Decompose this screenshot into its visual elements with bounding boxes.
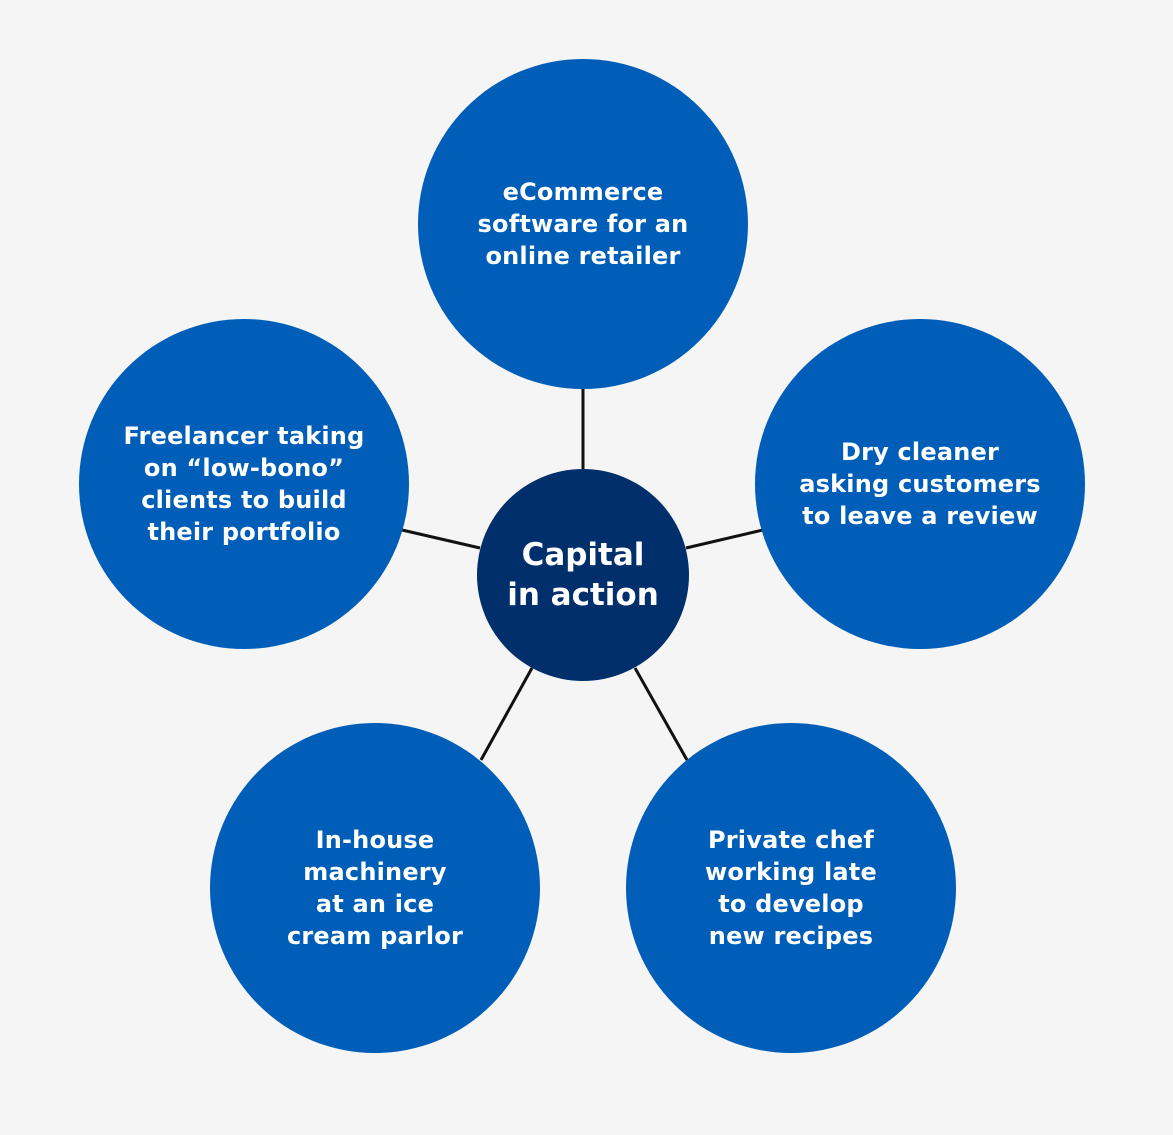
node-freelancer: Freelancer taking on “low-bono” clients … — [79, 319, 409, 649]
connector-bottom-right — [633, 667, 689, 761]
connector-bottom-left — [479, 667, 534, 761]
node-label: Private chef working late to develop new… — [705, 826, 877, 950]
hub-label: Capital in action — [507, 537, 659, 613]
connector-right — [685, 528, 764, 550]
node-label: Freelancer taking on “low-bono” clients … — [123, 422, 365, 546]
node-ecommerce-software: eCommerce software for an online retaile… — [418, 59, 748, 389]
hub-capital-in-action: Capital in action — [477, 469, 689, 681]
node-private-chef: Private chef working late to develop new… — [626, 723, 956, 1053]
node-label: eCommerce software for an online retaile… — [477, 178, 689, 270]
node-label: Dry cleaner asking customers to leave a … — [799, 438, 1041, 530]
node-ice-cream-machinery: In-house machinery at an ice cream parlo… — [210, 723, 540, 1053]
node-label: In-house machinery at an ice cream parlo… — [286, 826, 464, 950]
node-dry-cleaner: Dry cleaner asking customers to leave a … — [755, 319, 1085, 649]
connector-left — [401, 528, 481, 550]
